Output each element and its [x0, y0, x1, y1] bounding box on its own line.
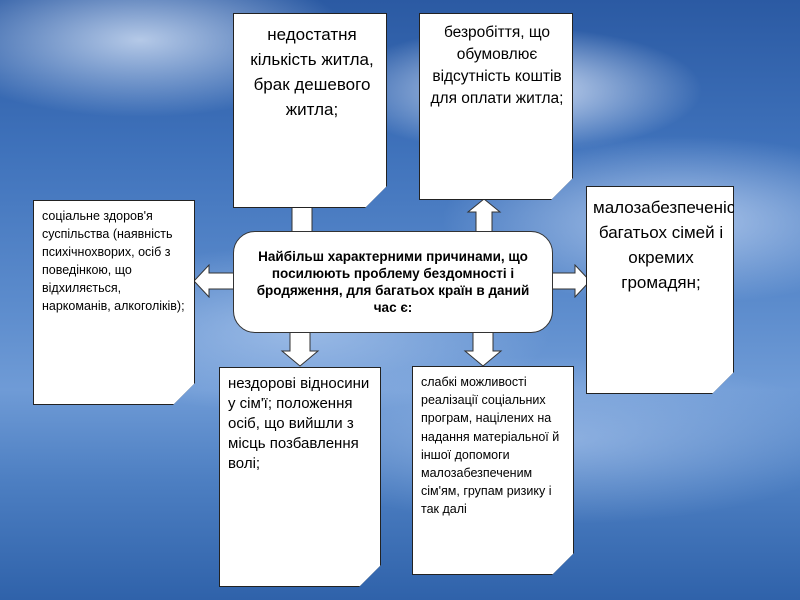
cause-box-low-income: малозабезпеченість багатьох сімей і окре… — [586, 186, 734, 394]
arrow-up-top-right — [466, 198, 502, 234]
arrow-left — [193, 264, 237, 298]
note-fold-edge — [359, 564, 382, 587]
arrow-right — [551, 264, 591, 298]
note-fold-edge — [551, 177, 574, 200]
cause-text-social-health: соціальне здоров'я суспільства (наявніст… — [42, 209, 185, 313]
cause-box-unemployment: безробіття, що обумовлює відсутність кош… — [419, 13, 573, 200]
cause-text-social-programs: слабкі можливості реалізації соціальних … — [421, 375, 560, 517]
cause-box-social-programs: слабкі можливості реалізації соціальних … — [412, 366, 574, 575]
note-fold-edge — [712, 371, 735, 394]
central-question-box: Найбільш характерними причинами, що поси… — [233, 231, 553, 333]
cause-box-family-relations: нездорові відносини у сім'ї; положення о… — [219, 367, 381, 587]
cause-text-low-income: малозабезпеченість багатьох сімей і окре… — [593, 198, 752, 292]
central-question-text: Найбільш характерними причинами, що поси… — [256, 249, 530, 315]
cause-text-family-relations: нездорові відносини у сім'ї; положення о… — [228, 375, 370, 472]
note-fold-edge — [365, 185, 388, 208]
note-fold-edge — [552, 552, 575, 575]
cause-text-housing-shortage: недостатня кількість житла, брак дешевог… — [250, 25, 374, 119]
cause-text-unemployment: безробіття, що обумовлює відсутність кош… — [430, 24, 564, 107]
note-fold-edge — [173, 382, 196, 405]
arrow-down-bottom-right — [463, 331, 503, 367]
cause-box-social-health: соціальне здоров'я суспільства (наявніст… — [33, 200, 195, 405]
cause-box-housing-shortage: недостатня кількість житла, брак дешевог… — [233, 13, 387, 208]
arrow-down-bottom-left — [280, 331, 320, 367]
